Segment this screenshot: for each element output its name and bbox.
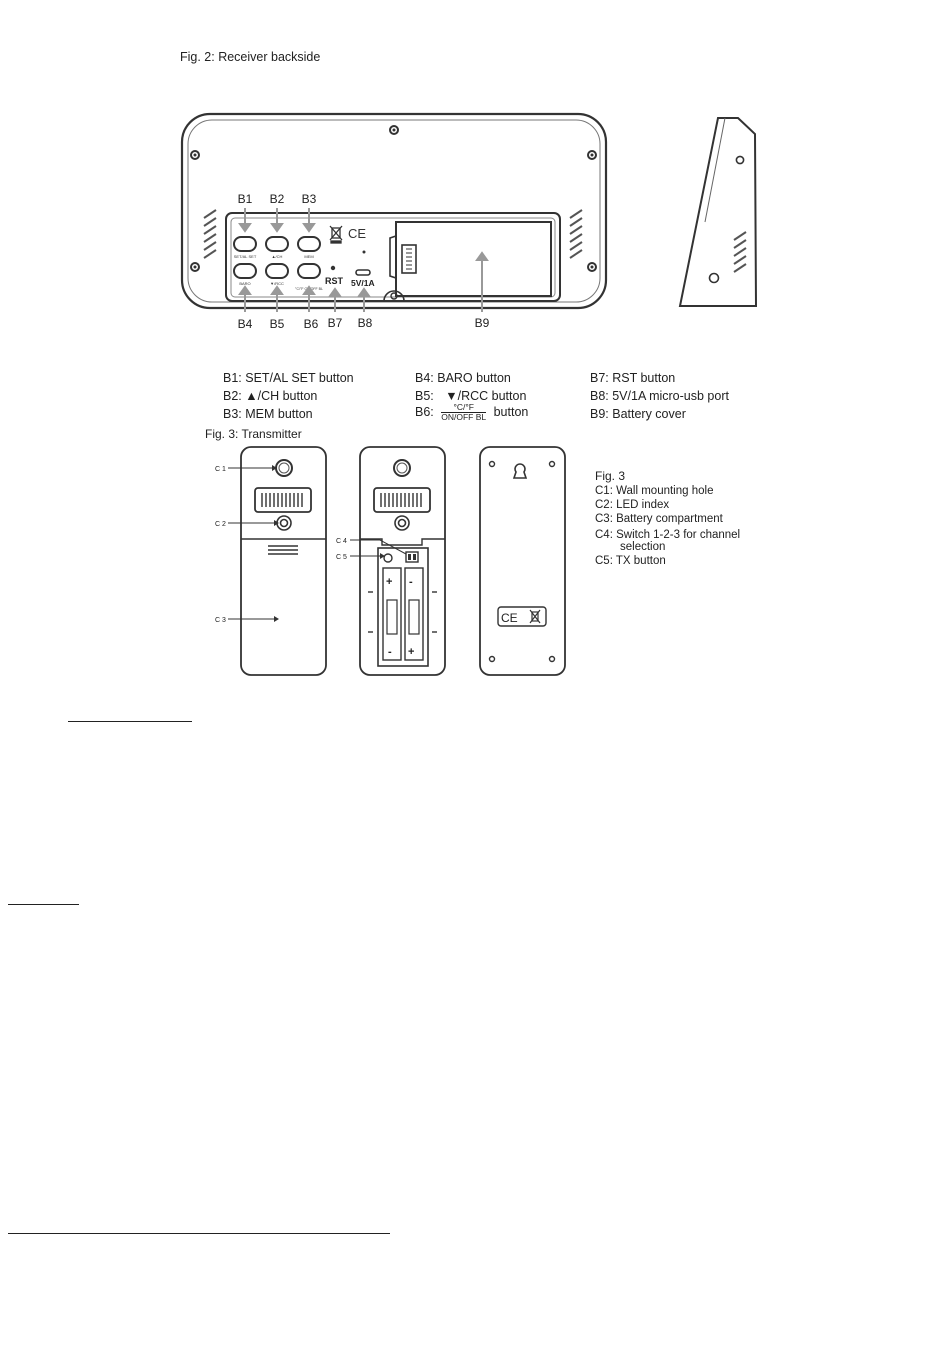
svg-text:CE: CE	[501, 611, 518, 625]
panel-label-b3: MEM	[304, 254, 313, 259]
weee-bin-icon	[329, 225, 343, 244]
callout-b1: B1	[238, 192, 253, 206]
callout-b9: B9	[475, 316, 490, 330]
fig2-legend-col1: B1: SET/AL SET button B2: ▲/CH button B3…	[223, 369, 354, 423]
callout-c2: C 2	[215, 521, 226, 528]
transmitter-grille	[254, 487, 312, 513]
heading-underline-3	[8, 1233, 390, 1234]
svg-text:-: -	[388, 646, 392, 658]
button-b5	[265, 263, 289, 279]
panel-label-b1: SET/AL SET	[234, 254, 257, 259]
panel-label-port: 5V/1A	[351, 278, 375, 288]
legend-b6-numerator: °C/°F	[441, 403, 487, 414]
legend-b8: B8: 5V/1A micro-usb port	[590, 389, 729, 403]
channel-switch	[405, 551, 419, 563]
callouts-top: B1 B2 B3	[238, 192, 317, 206]
screw-hole-top	[389, 125, 399, 135]
fig2-legend-col3: B7: RST button B8: 5V/1A micro-usb port …	[590, 369, 729, 423]
fig3-legend: Fig. 3 C1: Wall mounting hole C2: LED in…	[595, 469, 740, 568]
legend-b4: B4: BARO button	[415, 371, 511, 385]
button-b2	[265, 236, 289, 252]
svg-text:+: +	[386, 576, 392, 588]
legend-b5-text: ▼/RCC button	[445, 389, 527, 403]
vent-left	[203, 209, 217, 259]
usb-port	[355, 269, 371, 276]
battery-cover	[395, 221, 552, 297]
ce-label	[497, 606, 547, 627]
tx-button	[383, 553, 393, 563]
transmitter-back	[479, 446, 566, 676]
legend-c1: C1: Wall mounting hole	[595, 485, 714, 497]
panel-label-b5: ▼/RCC	[270, 281, 284, 286]
transmitter-front	[240, 446, 327, 676]
battery-compartment	[377, 547, 429, 667]
callout-c1: C 1	[215, 466, 226, 473]
legend-b6: B6: °C/°F ON/OFF BL button	[415, 403, 528, 422]
svg-text:-: -	[409, 576, 413, 588]
legend-c2: C2: LED index	[595, 499, 670, 511]
receiver-backside-drawing: SET/AL SET ▲/CH MEM BARO ▼/RCC °C/°F ON/…	[180, 112, 758, 331]
button-b4	[233, 263, 257, 279]
callout-b6: B6	[304, 317, 319, 331]
screw-hole-bottom-right	[587, 262, 597, 272]
screw-hole-left	[190, 150, 200, 160]
callout-b7: B7	[328, 316, 343, 330]
svg-text:+: +	[408, 646, 414, 658]
fig2-title: Fig. 2: Receiver backside	[180, 50, 321, 64]
callout-b3: B3	[302, 192, 317, 206]
callout-c3: C 3	[215, 617, 226, 624]
button-b6	[297, 263, 321, 279]
vent-right	[569, 209, 583, 259]
fig2-legend-col2: B4: BARO button B5: ▼/RCC button B6: °C/…	[415, 369, 528, 422]
callout-b4: B4	[238, 317, 253, 331]
legend-b3: B3: MEM button	[223, 407, 313, 421]
receiver-side-profile	[678, 117, 758, 307]
legend-b5: B5: ▼/RCC button	[415, 387, 528, 405]
wall-mount-hole	[275, 459, 293, 477]
receiver-body	[180, 112, 608, 310]
screw-hole-bottom-left	[190, 262, 200, 272]
button-b3	[297, 236, 321, 252]
panel-label-b2: ▲/CH	[272, 254, 283, 259]
legend-b6-suffix: button	[493, 405, 529, 419]
legend-b6-fraction: °C/°F ON/OFF BL	[441, 403, 487, 423]
callout-b5: B5	[270, 317, 285, 331]
callout-b2: B2	[270, 192, 285, 206]
screw-hole-right	[587, 150, 597, 160]
fig3-title: Fig. 3: Transmitter	[205, 427, 302, 441]
transmitter-open	[359, 446, 446, 676]
button-b1	[233, 236, 257, 252]
callout-b8: B8	[358, 316, 373, 330]
fig3-legend-title: Fig. 3	[595, 469, 626, 483]
callout-c5: C 5	[336, 554, 347, 561]
legend-c5: C5: TX button	[595, 555, 666, 567]
legend-b5-prefix: B5:	[415, 389, 434, 403]
rst-hole	[330, 265, 336, 271]
legend-b6-prefix: B6:	[415, 405, 434, 419]
ce-mark-icon: CE	[348, 226, 366, 241]
legend-c3: C3: Battery compartment	[595, 513, 723, 525]
control-panel	[225, 212, 561, 302]
legend-b1: B1: SET/AL SET button	[223, 371, 354, 385]
panel-label-rst: RST	[325, 276, 344, 286]
callout-c4: C 4	[336, 538, 347, 545]
heading-underline-2	[8, 904, 79, 905]
heading-underline-1	[68, 721, 192, 722]
legend-c4-cont: selection	[620, 541, 666, 553]
legend-b2: B2: ▲/CH button	[223, 389, 318, 403]
panel-label-b4: BARO	[239, 281, 250, 286]
led-index	[276, 515, 292, 531]
legend-c4: C4: Switch 1-2-3 for channel	[595, 529, 741, 541]
legend-b6-denominator: ON/OFF BL	[441, 412, 487, 423]
keyhole	[512, 463, 528, 479]
transmitter-drawing: C 1 C 2 C 3 + - - + C 4 C 5 CE	[215, 446, 566, 676]
legend-b9: B9: Battery cover	[590, 407, 686, 421]
legend-b7: B7: RST button	[590, 371, 676, 385]
